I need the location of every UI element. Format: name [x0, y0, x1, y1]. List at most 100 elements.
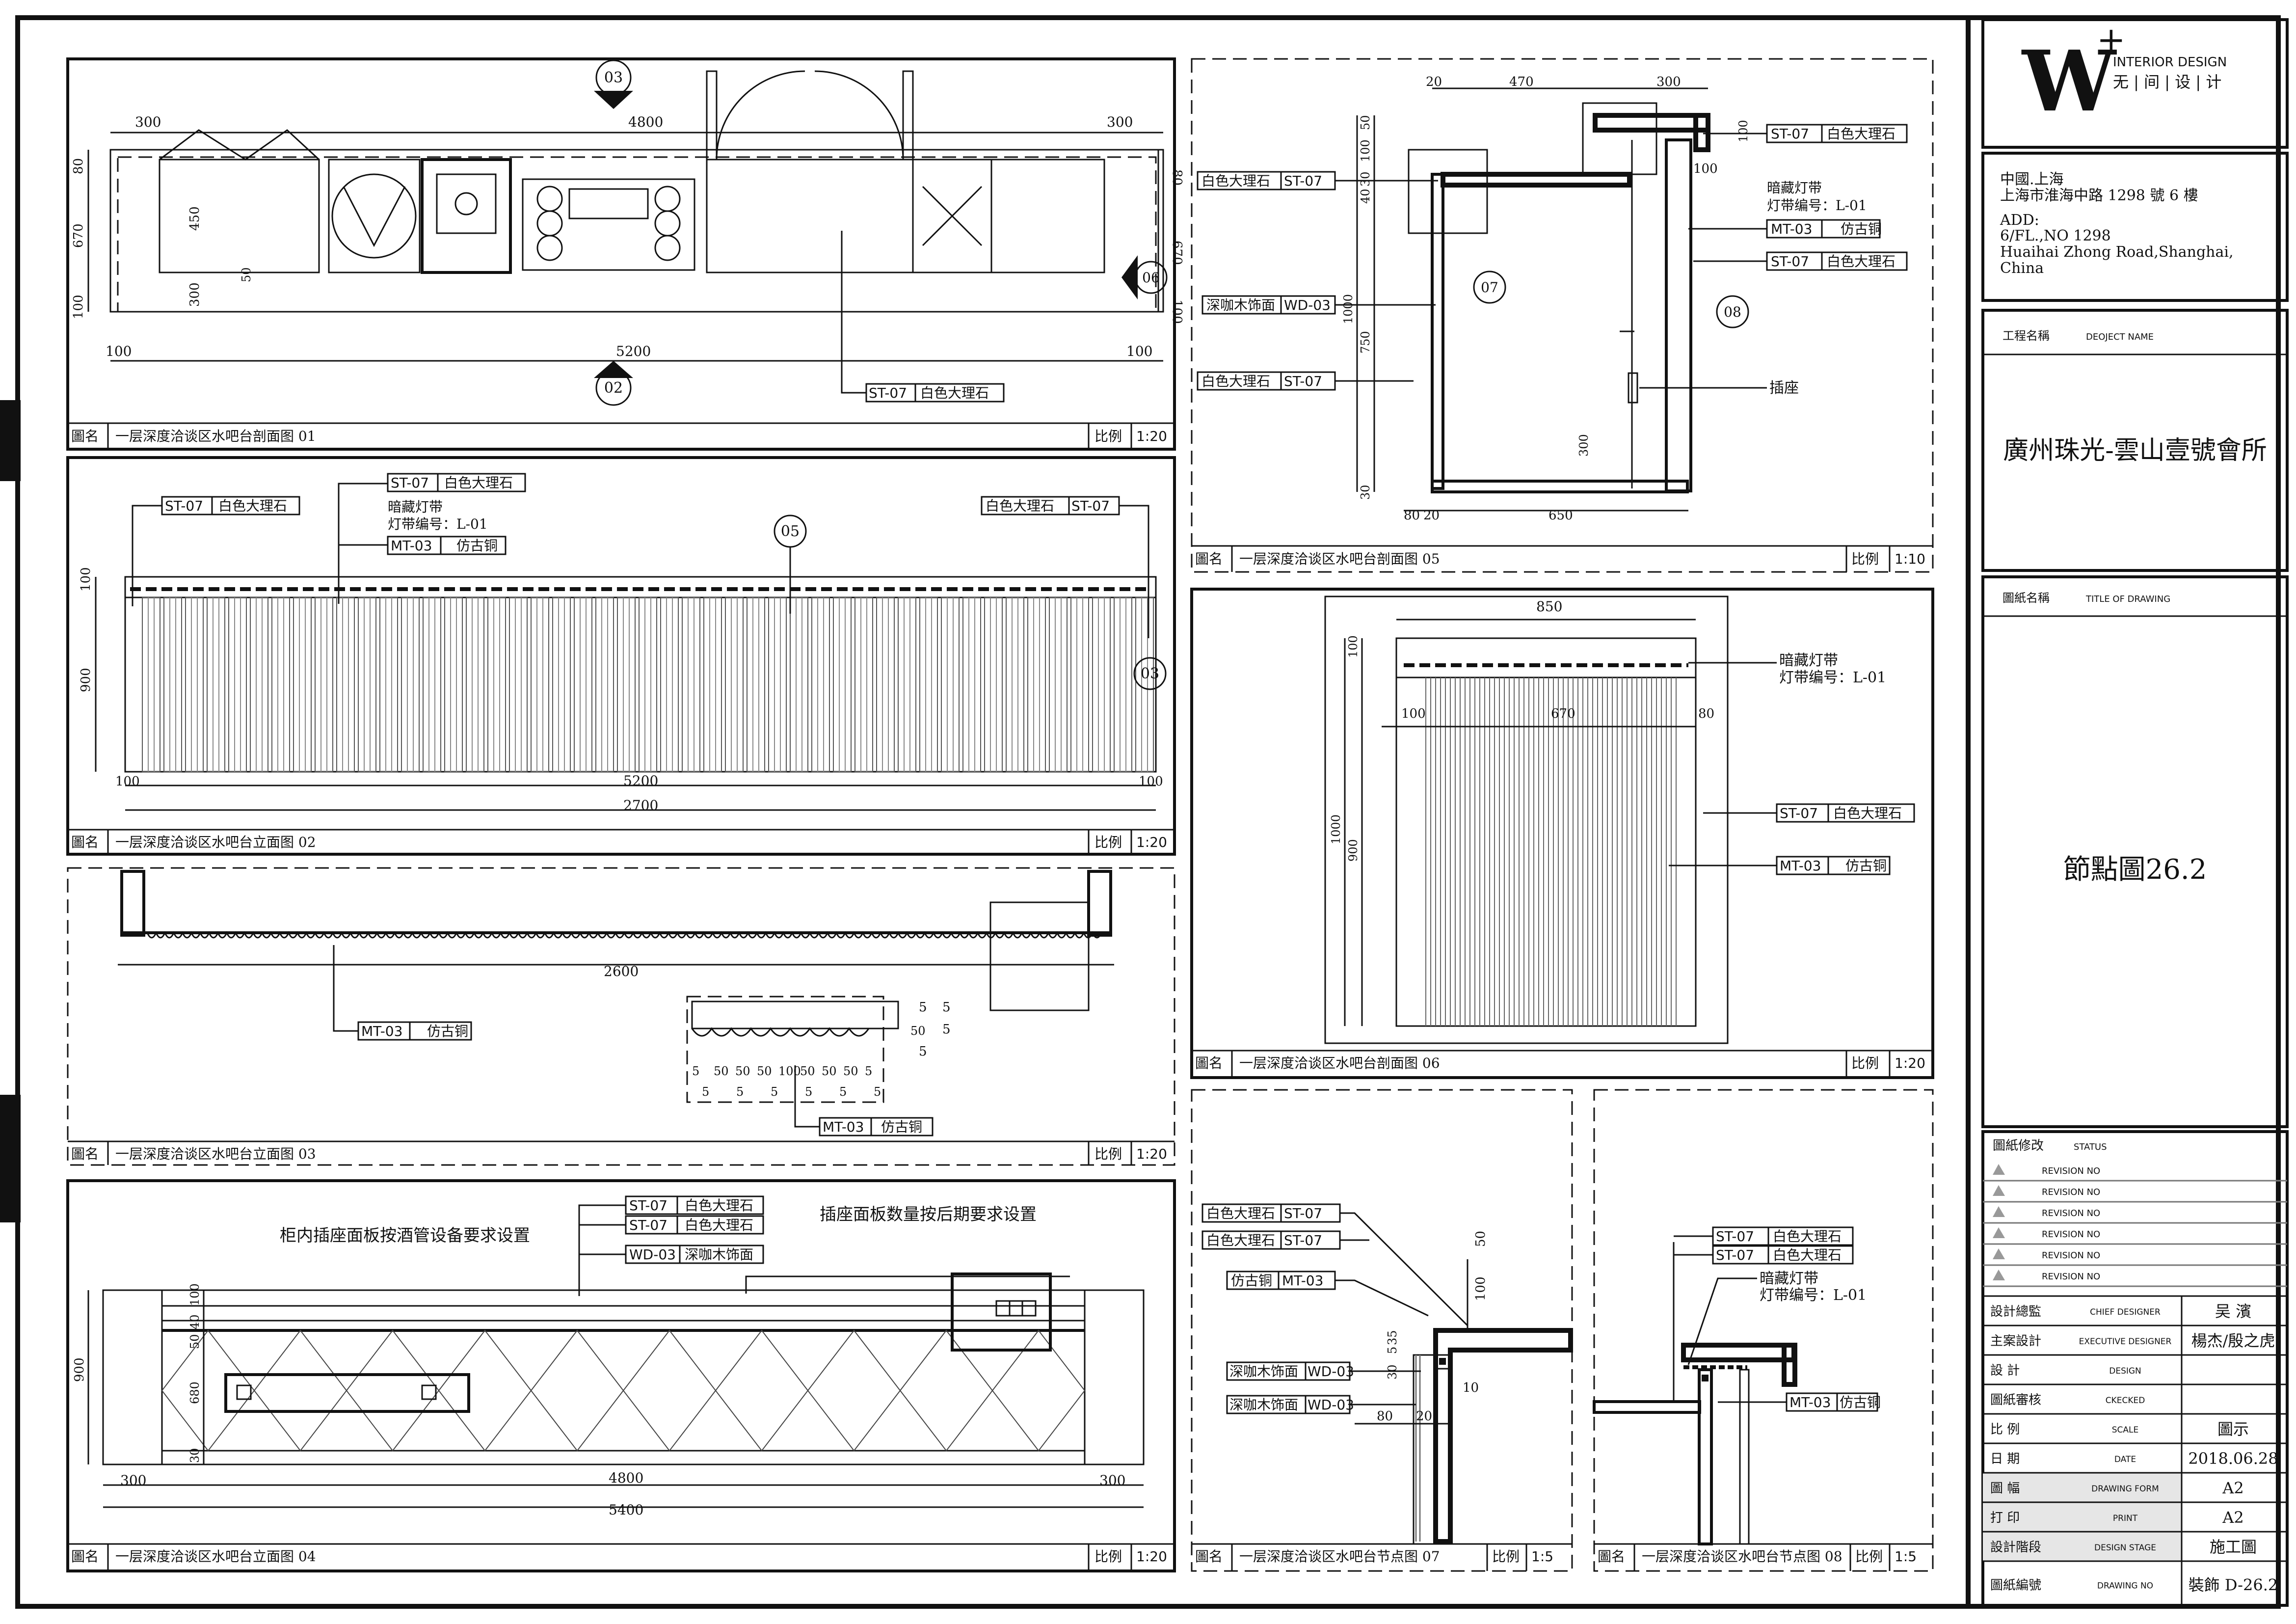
- v05-dim-20-top: 20: [1426, 75, 1442, 89]
- view-06-scale-label: 比例: [1851, 1055, 1879, 1071]
- v04-dim-50: 50: [188, 1334, 202, 1349]
- info-row-value: 圖示: [2217, 1420, 2249, 1438]
- view-07-name: 一层深度洽谈区水吧台节点图 07: [1239, 1548, 1440, 1565]
- info-row-label-cn: 日 期: [1990, 1452, 2020, 1466]
- info-row-value: A2: [2222, 1479, 2243, 1497]
- v05-dim-100: 100: [1359, 139, 1372, 162]
- v03-detail-dim-small: 5: [771, 1085, 778, 1099]
- v06-tag3-code: ST-07: [1780, 805, 1818, 821]
- v03-detail-dim: 50: [800, 1064, 815, 1078]
- v02-tag2-code: ST-07: [391, 475, 429, 491]
- drawing-title-label-cn: 圖紙名稱: [2002, 591, 2050, 605]
- v05-dim-650: 650: [1548, 508, 1573, 523]
- socket-icon: [421, 1384, 437, 1400]
- v03-dim-s50: 50: [910, 1024, 926, 1038]
- drawing-title: 節點圖26.2: [2063, 854, 2207, 886]
- v06-tag3-text: 白色大理石: [1833, 805, 1902, 821]
- v01-dim-100-lower-right: 100: [1170, 299, 1184, 324]
- info-row-label-en: DATE: [2114, 1455, 2136, 1464]
- view-05-section: 圖名 一层深度洽谈区水吧台剖面图 05 比例 1:10 20 470 300 5…: [1191, 58, 1934, 573]
- v03-dim-s5c: 5: [919, 1044, 927, 1059]
- brand-logo-mark: W: [2021, 32, 2117, 131]
- v03-dim-s5a: 5: [919, 1000, 927, 1015]
- v01-mark-02: 02: [604, 379, 623, 397]
- info-row-label-cn: 設計總監: [1990, 1304, 2041, 1319]
- socket-icon: [236, 1384, 252, 1400]
- v08-tag2-text: 白色大理石: [1773, 1247, 1842, 1263]
- v02-flutes: [142, 597, 1154, 772]
- view-06-name-label: 圖名: [1195, 1055, 1223, 1071]
- edge-marker-top: [0, 400, 21, 481]
- v05-dim-50: 50: [1359, 115, 1372, 130]
- v07-dim-80: 80: [1377, 1409, 1393, 1424]
- v04-tag2-text: 白色大理石: [685, 1217, 753, 1233]
- v05-tag7-text: 仿古铜: [1841, 221, 1882, 237]
- revision-triangle-icon: [1993, 1206, 2005, 1217]
- address-en-1: 6/FL.,NO 1298: [2000, 227, 2111, 244]
- view-05-name-label: 圖名: [1195, 551, 1223, 567]
- project-label-en: DEOJECT NAME: [2086, 332, 2154, 342]
- v05-tag8-code: ST-07: [1771, 253, 1809, 270]
- project-label-cn: 工程名稱: [2002, 329, 2050, 343]
- info-row-value: 施工圖: [2210, 1538, 2257, 1556]
- v08-tag3-text: 暗藏灯带: [1760, 1270, 1818, 1287]
- v05-dim-100-right: 100: [1736, 120, 1750, 142]
- sheet-outer-frame: [15, 15, 2281, 1609]
- info-row-label-cn: 設 計: [1990, 1363, 2020, 1378]
- v02-mark-03: 03: [1141, 665, 1159, 682]
- v04-tag1-text: 白色大理石: [685, 1197, 753, 1214]
- brand-name-cn: 无 | 间 | 设 | 计: [2113, 73, 2221, 91]
- address-en-3: China: [2000, 260, 2044, 277]
- v03-detail-dim: 5: [692, 1064, 699, 1078]
- view-04-scale: 1:20: [1136, 1548, 1167, 1565]
- info-row-label-en: DESIGN STAGE: [2094, 1543, 2156, 1553]
- v07-tag4-code: WD-03: [1308, 1363, 1354, 1380]
- view-08-scale: 1:5: [1895, 1548, 1917, 1565]
- v02-dim-100: 100: [79, 567, 93, 592]
- v06-tag4-code: MT-03: [1780, 858, 1821, 874]
- address-cn-1: 中國.上海: [2000, 171, 2064, 188]
- v05-tag7-code: MT-03: [1771, 221, 1812, 237]
- view-01-scale: 1:20: [1136, 428, 1167, 444]
- view-07-scale: 1:5: [1531, 1548, 1553, 1565]
- v08-tag5-text: 仿古铜: [1840, 1394, 1881, 1410]
- info-row-label-en: DESIGN: [2109, 1366, 2141, 1376]
- brand-name-en: INTERIOR DESIGN: [2113, 55, 2227, 70]
- revision-triangle-icon: [1993, 1270, 2005, 1280]
- v07-tag1-text: 白色大理石: [1206, 1205, 1275, 1221]
- info-row-label-en: DRAWING FORM: [2091, 1484, 2159, 1494]
- v03-detail-dim-small: 5: [874, 1085, 881, 1099]
- v02-dim-100-left: 100: [115, 774, 140, 789]
- v03-detail-dim-small: 5: [805, 1085, 812, 1099]
- v06-tag1-text: 暗藏灯带: [1779, 652, 1838, 669]
- revision-row-label: REVISION NO: [2042, 1272, 2100, 1282]
- v06-dim-100: 100: [1401, 706, 1426, 721]
- view-03-scale-label: 比例: [1095, 1146, 1122, 1162]
- view-01-scale-label: 比例: [1095, 428, 1122, 444]
- address-en-2: Huaihai Zhong Road,Shanghai,: [2000, 244, 2234, 261]
- view-03-name: 一层深度洽谈区水吧台立面图 03: [115, 1146, 316, 1162]
- view-02-name: 一层深度洽谈区水吧台立面图 02: [115, 834, 316, 850]
- v02-mark-05: 05: [781, 523, 800, 540]
- view-07-name-label: 圖名: [1195, 1548, 1223, 1565]
- v01-mark-06: 06: [1142, 270, 1160, 286]
- v02-tag6-code: ST-07: [1071, 498, 1110, 514]
- v01-dim-300-right: 300: [1107, 114, 1133, 130]
- v06-tag4-text: 仿古铜: [1845, 858, 1887, 874]
- v03-detail-dim: 50: [822, 1064, 837, 1078]
- view-08-detail: 圖名 一层深度洽谈区水吧台节点图 08 比例 1:5 ST-07 白色大理石 S…: [1593, 1089, 1934, 1572]
- view-07-detail: 圖名 一层深度洽谈区水吧台节点图 07 比例 1:5 50 100 35 5 3…: [1191, 1089, 1573, 1572]
- v05-dim-1000: 1000: [1341, 294, 1355, 324]
- v01-dim-100-left: 100: [106, 343, 132, 359]
- v02-tag2-text: 白色大理石: [444, 475, 513, 491]
- v05-tag4-code: ST-07: [1771, 126, 1809, 142]
- v07-dim-50: 50: [1473, 1231, 1488, 1247]
- v02-dim-2700: 2700: [623, 797, 658, 813]
- revision-row-label: REVISION NO: [2042, 1250, 2100, 1261]
- view-02-scale-label: 比例: [1095, 834, 1122, 850]
- v03-detail-dim-small: 5: [736, 1085, 744, 1099]
- info-row-value: 楊杰/殷之虎: [2191, 1331, 2275, 1350]
